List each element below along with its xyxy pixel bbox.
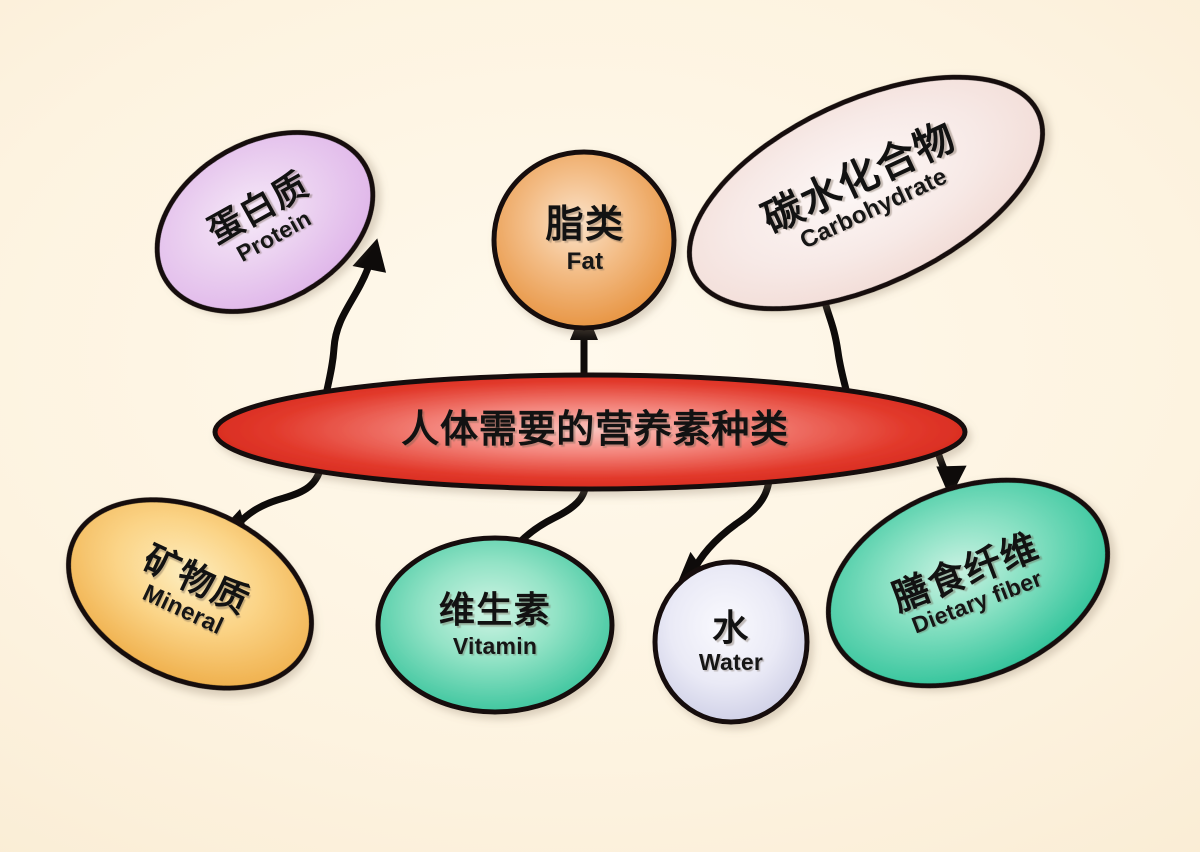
node-carbohydrate[interactable]	[655, 29, 1077, 356]
connector-center-to-mineral	[236, 458, 326, 526]
node-protein[interactable]	[126, 96, 405, 347]
node-center-topic[interactable]	[212, 372, 968, 492]
node-fat[interactable]	[491, 149, 677, 331]
node-vitamin[interactable]	[375, 535, 615, 715]
arrowhead-dietary-fiber	[936, 465, 967, 499]
arrowhead-protein	[352, 238, 387, 273]
node-dietary-fiber[interactable]	[799, 442, 1138, 723]
node-water[interactable]	[652, 559, 810, 725]
node-mineral[interactable]	[38, 463, 342, 725]
connector-center-to-water	[688, 462, 773, 578]
